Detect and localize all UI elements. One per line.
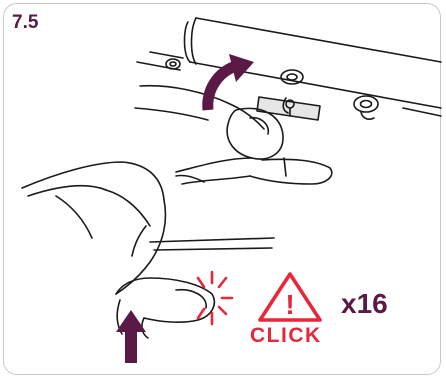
warning-symbol: !: [285, 289, 294, 320]
upper-hand: [135, 86, 332, 184]
sliding-clip: [257, 97, 320, 120]
lower-arm: [22, 162, 274, 294]
click-label: CLICK: [250, 324, 322, 348]
repeat-count: x16: [341, 288, 388, 320]
step-number: 7.5: [12, 12, 38, 34]
curved-arrow-up-icon: [208, 54, 254, 110]
warning-triangle-icon: !: [260, 274, 320, 320]
arrow-up-icon: [116, 310, 146, 363]
